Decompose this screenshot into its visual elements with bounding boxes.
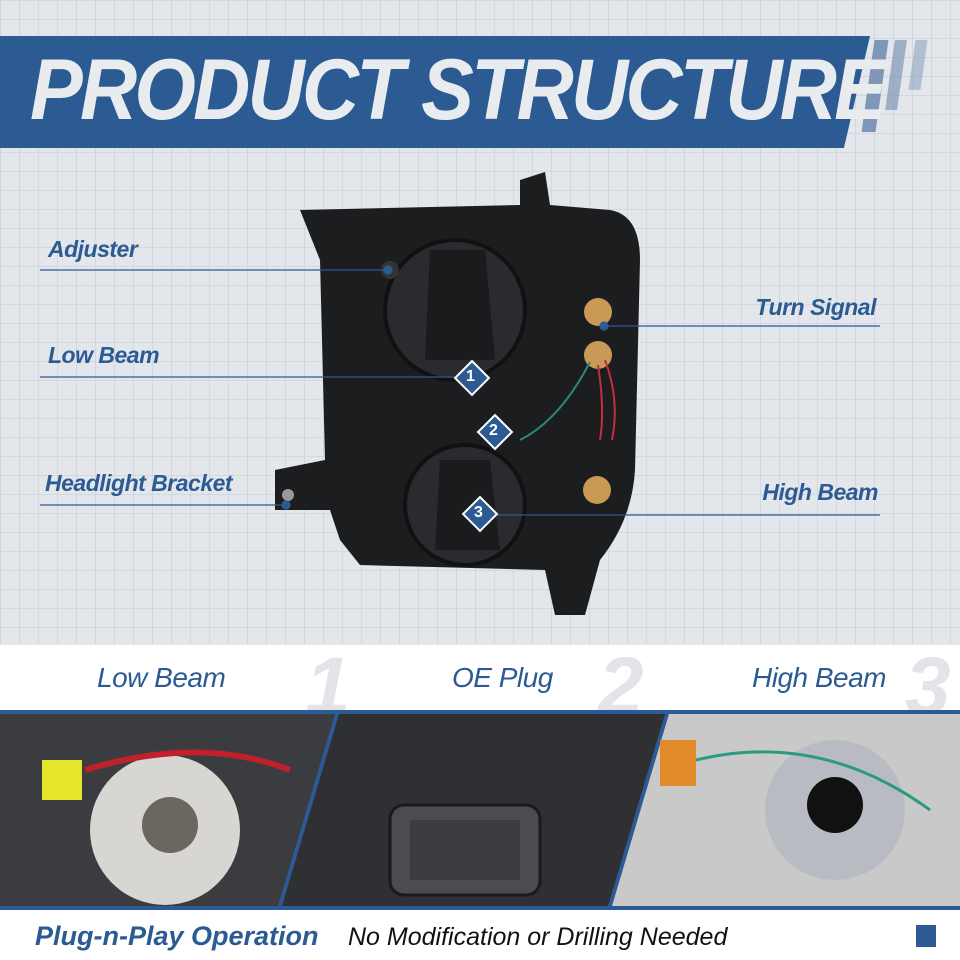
- footer-headline: Plug-n-Play Operation: [35, 921, 319, 951]
- page-title: PRODUCT STRUCTURE: [30, 42, 887, 138]
- headlight-diagram: [40, 172, 880, 615]
- marker-2: [476, 413, 514, 451]
- marker-3-label: 3: [474, 504, 483, 521]
- callout-high-beam: High Beam: [762, 479, 878, 505]
- decor-square: [916, 925, 936, 947]
- photo-low-beam: [0, 714, 335, 906]
- panel-label-oe-plug: OE Plug: [452, 662, 553, 693]
- callout-low-beam: Low Beam: [48, 342, 160, 368]
- photo-high-beam: [612, 714, 960, 906]
- callout-headlight-bracket: Headlight Bracket: [45, 470, 233, 496]
- callout-turn-signal: Turn Signal: [755, 294, 876, 320]
- panel-label-low-beam: Low Beam: [97, 662, 226, 693]
- detail-photos: [0, 710, 960, 910]
- title-banner: [0, 36, 870, 148]
- footer-text: No Modification or Drilling Needed: [348, 923, 728, 951]
- marker-2-label: 2: [489, 422, 498, 439]
- panel-label-high-beam: High Beam: [752, 662, 887, 693]
- callout-adjuster: Adjuster: [48, 236, 138, 262]
- marker-1-label: 1: [466, 368, 475, 385]
- marker-1: [453, 359, 491, 397]
- marker-3: [461, 495, 499, 533]
- photo-oe-plug: [282, 714, 665, 906]
- detail-header-strip: [0, 645, 960, 712]
- headlight-housing: [275, 172, 640, 615]
